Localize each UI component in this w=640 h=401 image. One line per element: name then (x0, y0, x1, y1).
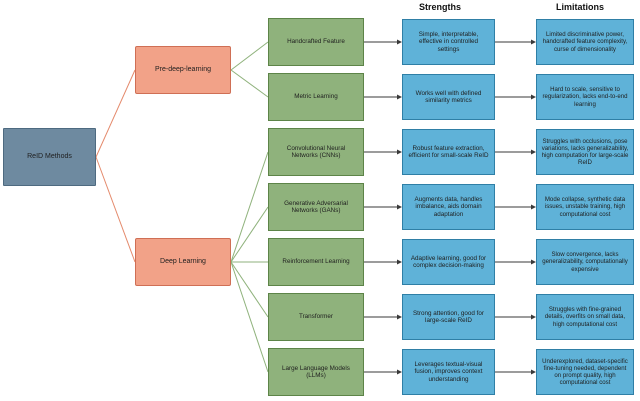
edge-method-to-strength-llms-arrowhead (397, 369, 402, 375)
limitation-box-metric-learning: Hard to scale, sensitive to regularizati… (536, 74, 634, 120)
strength-box-reinforcement-learning: Adaptive learning, good for complex deci… (402, 239, 495, 285)
category-node-pre-deep-learning: Pre-deep-learning (135, 46, 231, 94)
method-node-transformer: Transformer (268, 293, 364, 341)
strength-box-gans: Augments data, handles imbalance, aids d… (402, 184, 495, 230)
edge-strength-to-limitation-reinforcement-learning-arrowhead (531, 259, 536, 265)
edge-method-to-strength-metric-learning-arrowhead (397, 94, 402, 100)
edge-method-to-strength-reinforcement-learning-arrowhead (397, 259, 402, 265)
strength-box-handcrafted-feature: Simple, interpretable, effective in cont… (402, 19, 495, 65)
edge-strength-to-limitation-cnns-arrowhead (531, 149, 536, 155)
strength-box-llms: Leverages textual-visual fusion, improve… (402, 349, 495, 395)
edge-category-to-handcrafted-feature (230, 41, 269, 71)
edge-method-to-strength-cnns-arrowhead (397, 149, 402, 155)
limitation-box-handcrafted-feature: Limited discriminative power, handcrafte… (536, 19, 634, 65)
strength-box-cnns: Robust feature extraction, efficient for… (402, 129, 495, 175)
edge-method-to-strength-transformer-arrowhead (397, 314, 402, 320)
limitation-box-transformer: Struggles with fine-grained details, ove… (536, 294, 634, 340)
edge-strength-to-limitation-metric-learning-arrowhead (531, 94, 536, 100)
strength-box-transformer: Strong attention, good for large-scale R… (402, 294, 495, 340)
strengths-header: Strengths (418, 2, 461, 12)
category-node-deep-learning: Deep Learning (135, 238, 231, 286)
method-node-gans: Generative Adversarial Networks (GANs) (268, 183, 364, 231)
limitation-box-cnns: Struggles with occlusions, pose variatio… (536, 129, 634, 175)
limitations-header: Limitations (555, 2, 604, 12)
edge-strength-to-limitation-gans-arrowhead (531, 204, 536, 210)
method-node-cnns: Convolutional Neural Networks (CNNs) (268, 128, 364, 176)
edge-category-to-transformer (230, 261, 269, 318)
method-node-metric-learning: Metric Learning (268, 73, 364, 121)
strength-box-metric-learning: Works well with defined similarity metri… (402, 74, 495, 120)
edge-strength-to-limitation-llms-arrowhead (531, 369, 536, 375)
edge-strength-to-limitation-transformer-arrowhead (531, 314, 536, 320)
limitation-box-llms: Underexplored, dataset-specific fine-tun… (536, 349, 634, 395)
edge-method-to-strength-gans-arrowhead (397, 204, 402, 210)
edge-category-to-gans (230, 206, 269, 263)
root-node-reid-methods: ReID Methods (3, 128, 96, 186)
edge-root-to-deep-learning (95, 156, 136, 263)
edge-root-to-pre-deep-learning (95, 69, 136, 158)
edge-category-to-metric-learning (230, 69, 269, 98)
method-node-handcrafted-feature: Handcrafted Feature (268, 18, 364, 66)
limitation-box-reinforcement-learning: Slow convergence, lacks generalizability… (536, 239, 634, 285)
edge-strength-to-limitation-handcrafted-feature-arrowhead (531, 39, 536, 45)
method-node-reinforcement-learning: Reinforcement Learning (268, 238, 364, 286)
edge-category-to-llms (230, 261, 269, 373)
method-node-llms: Large Language Models (LLMs) (268, 348, 364, 396)
edge-category-to-cnns (230, 151, 269, 263)
limitation-box-gans: Mode collapse, synthetic data issues, un… (536, 184, 634, 230)
edge-method-to-strength-handcrafted-feature-arrowhead (397, 39, 402, 45)
